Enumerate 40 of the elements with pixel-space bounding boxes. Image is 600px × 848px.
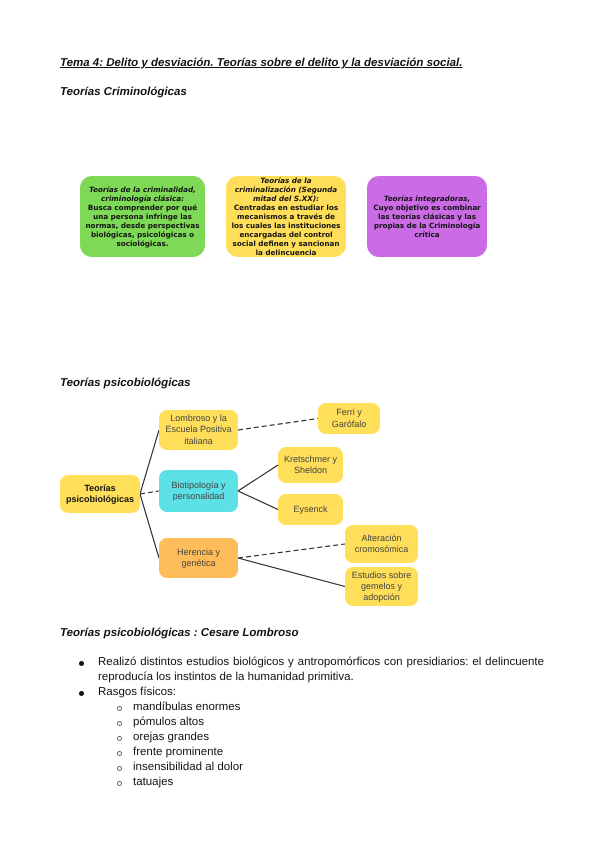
mindmap-node — [278, 447, 343, 483]
theory-card — [226, 176, 346, 257]
connector-line — [139, 494, 160, 558]
mindmap-node — [345, 525, 418, 563]
root-node — [60, 475, 140, 513]
mindmap-node — [318, 403, 380, 434]
section-heading: Teorías Criminológicas — [60, 86, 188, 98]
sub-bullet-text: pómulos altos — [133, 715, 205, 730]
section-heading: Teorías psicobiológicas : Cesare Lombroso — [60, 627, 300, 639]
theory-card — [80, 176, 205, 257]
connector-line — [238, 543, 346, 559]
mindmap-node — [345, 567, 418, 606]
sub-bullet-text: frente prominente — [133, 745, 224, 760]
node-label: Alteración cromosómica — [354, 532, 410, 556]
bullet-text: Realizó distintos estudios biológicos y antropomórficos con presidiarios: el delincuente reproducía los instintos de la humanidad primitiva. — [98, 655, 544, 685]
node-label: Lombroso y la Escuela Positiva italiana — [164, 413, 233, 447]
connector-line — [238, 557, 346, 588]
sub-bullet-text: tatuajes — [133, 775, 174, 790]
bullet-text: Rasgos físicos: — [98, 685, 177, 700]
connector-line — [238, 418, 318, 431]
connector-line — [238, 490, 278, 510]
theory-card — [367, 176, 487, 257]
node-label: Kretschmer y Sheldon — [282, 454, 338, 476]
node-label: Estudios sobre gemelos y adopción — [350, 570, 412, 604]
node-label: Herencia y genética — [176, 546, 222, 570]
sub-bullet-text: mandíbulas enormes — [133, 700, 242, 715]
connector-line — [238, 464, 278, 492]
node-label: Teorías psicobiológicas — [64, 482, 135, 506]
node-label: Biotipología y personalidad — [170, 480, 227, 502]
node-label: Eysenck — [293, 504, 328, 516]
page-title: Tema 4: Delito y desviación. Teorías sobre el delito y la desviación social. — [60, 57, 464, 69]
sub-bullet-text: insensibilidad al dolor — [133, 760, 244, 775]
mindmap-node — [278, 494, 343, 525]
mindmap-node — [159, 538, 238, 578]
connector-line — [139, 430, 160, 494]
section-heading: Teorías psicobiológicas — [60, 377, 192, 389]
node-label: Ferri y Garófalo — [330, 407, 368, 430]
sub-bullet-text: orejas grandes — [133, 730, 210, 745]
mindmap-node — [159, 470, 238, 512]
connector-line — [140, 490, 160, 495]
